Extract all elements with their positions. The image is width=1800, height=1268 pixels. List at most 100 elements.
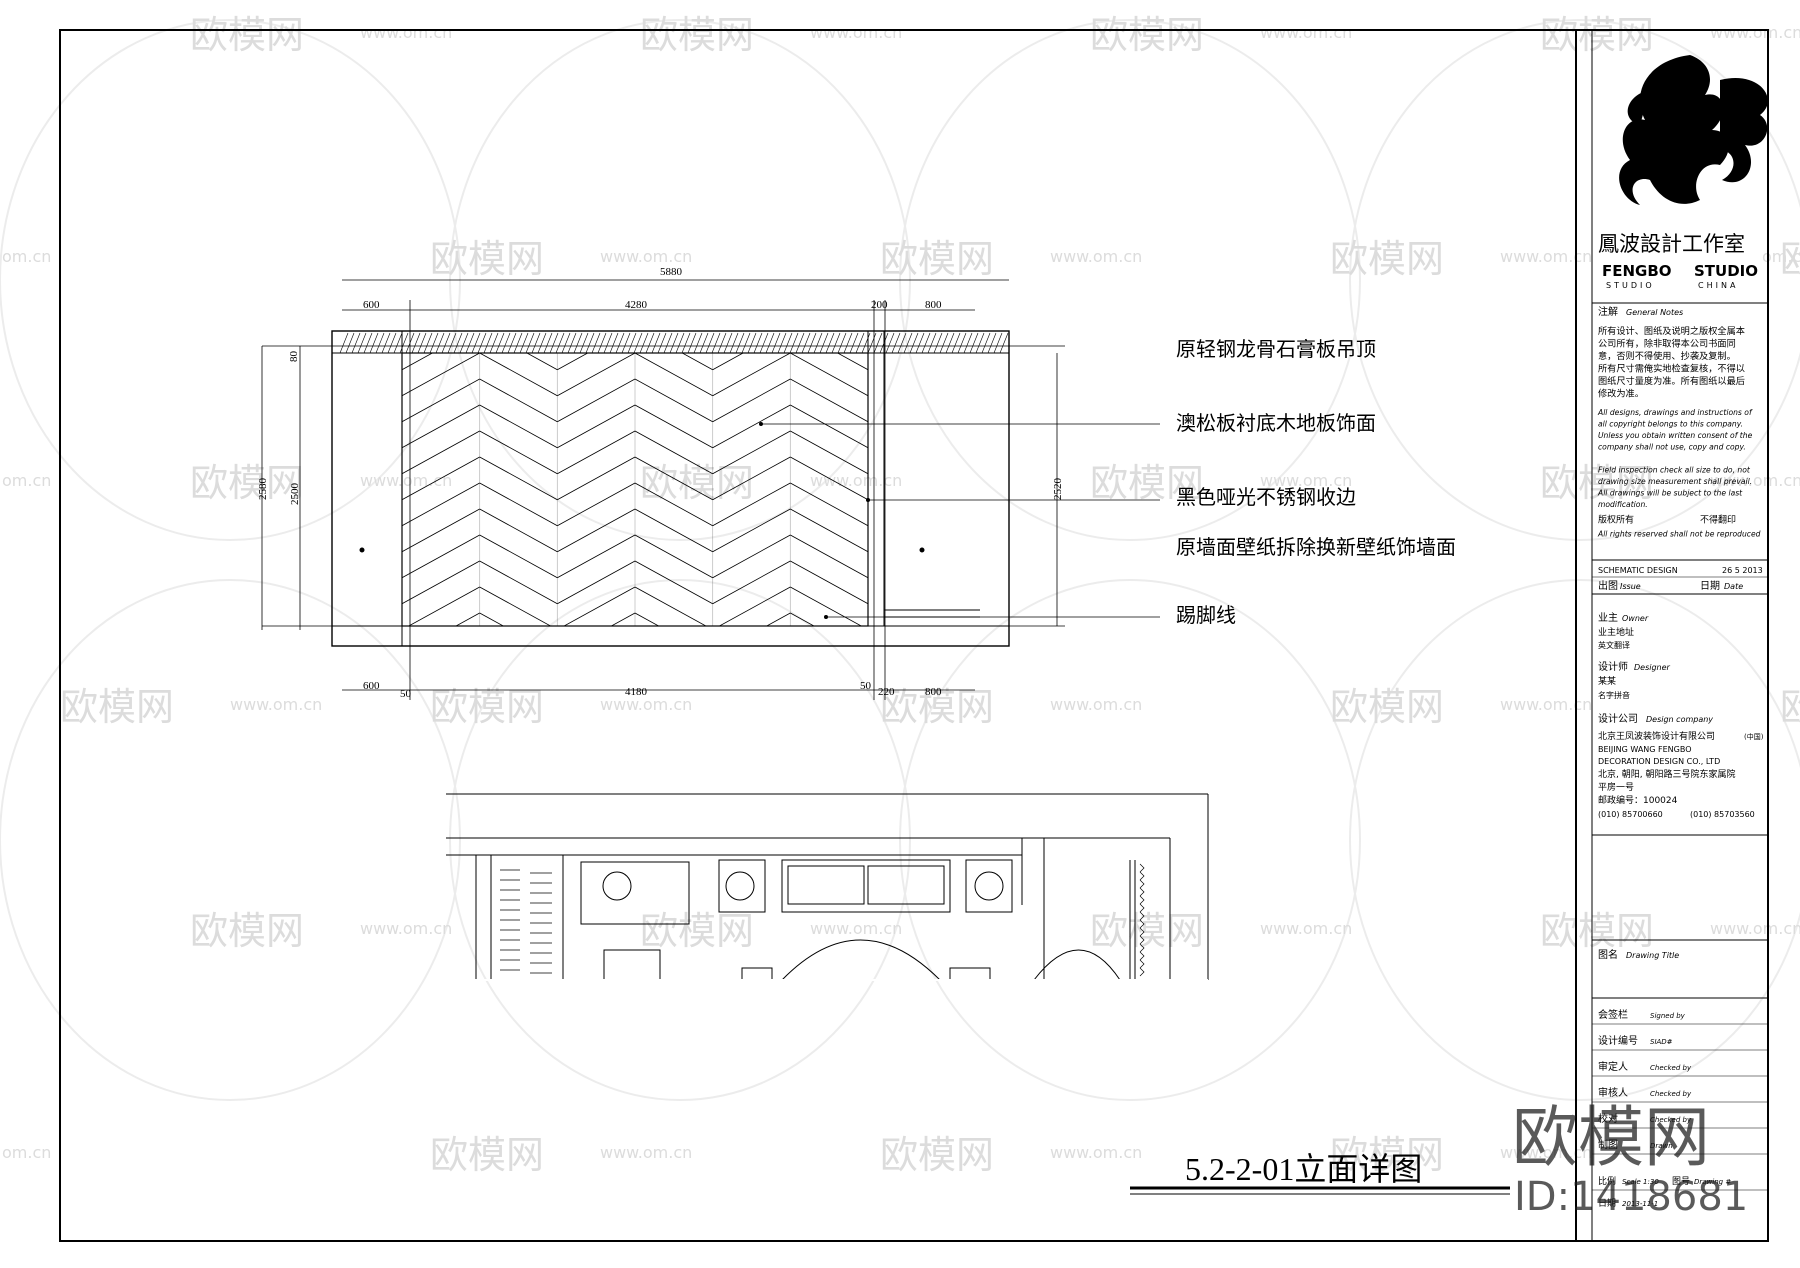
- watermark-brand: 欧模网: [1780, 237, 1800, 281]
- dim-total: 5880: [660, 266, 683, 278]
- issue-label-en: Issue: [1620, 582, 1641, 591]
- ceiling-hatch: [339, 332, 1009, 354]
- callout-steel-trim: 黑色哑光不锈钢收边: [1176, 485, 1356, 509]
- watermark-site: www.om.cn: [1710, 919, 1800, 938]
- note-line-cn: 所有尺寸需俺实地检查复核，不得以: [1598, 363, 1745, 375]
- dimension-lines: [261, 279, 1065, 700]
- rights-cn-2: 不得翻印: [1700, 514, 1736, 526]
- rights-en: All rights reserved shall not be reprodu…: [1597, 530, 1761, 539]
- company-label-cn: 设计公司: [1598, 712, 1638, 725]
- note-line-en: Unless you obtain written consent of the: [1598, 431, 1753, 440]
- watermark-site: www.om.cn: [1050, 1143, 1142, 1162]
- owner-label-cn: 业主: [1598, 612, 1618, 624]
- dim-bottom-center: 4180: [625, 686, 648, 698]
- mark-dot: [359, 547, 365, 553]
- callout-skirting: 踢脚线: [1176, 603, 1236, 627]
- signature-row-en: Checked by: [1650, 1090, 1692, 1098]
- date-label-cn: 日期: [1700, 580, 1720, 592]
- designer-name: 某某: [1598, 676, 1616, 687]
- notes-label-cn: 注解: [1598, 305, 1618, 318]
- note-line-en: All drawings will be subject to the last: [1597, 489, 1743, 498]
- watermark-site: www.om.cn: [1260, 919, 1352, 938]
- studio-name-en2: STUDIO: [1694, 262, 1758, 280]
- company-name-en2: DECORATION DESIGN CO., LTD: [1598, 757, 1720, 766]
- watermark-brand: 欧模网: [1330, 1133, 1444, 1177]
- watermark-site: www.om.cn: [600, 695, 692, 714]
- note-line-en: Field inspection check all size to do, n…: [1598, 466, 1751, 475]
- company-address1: 北京, 朝阳, 朝阳路三号院东家属院: [1598, 768, 1735, 780]
- watermark-site: www.om.cn: [1050, 695, 1142, 714]
- callout-ceiling: 原轻钢龙骨石膏板吊顶: [1176, 337, 1376, 361]
- drawing-title-label-en: Drawing Title: [1626, 951, 1679, 960]
- note-line-cn: 图纸尺寸量度为准。所有图纸以最后: [1598, 375, 1745, 387]
- studio-logo: [1619, 55, 1768, 205]
- signature-row-en: SIAD#: [1650, 1038, 1673, 1046]
- signature-row-label: 审定人: [1598, 1060, 1628, 1073]
- watermark-site: www.om.cn: [1500, 695, 1592, 714]
- watermark-brand: 欧模网: [190, 461, 304, 505]
- owner-address: 业主地址: [1598, 626, 1634, 638]
- watermark-site: www.om.cn: [1500, 1143, 1592, 1162]
- watermark-site: www.om.cn: [1260, 471, 1352, 490]
- company-address2: 平房一号: [1598, 781, 1634, 793]
- note-line-cn: 公司所有，除非取得本公司书面同: [1598, 338, 1736, 350]
- watermark-brand: 欧模网: [640, 909, 754, 953]
- herringbone-pattern: [402, 353, 868, 626]
- watermark-brand: 欧模网: [1090, 13, 1204, 57]
- watermark-site-short: om.cn: [1762, 247, 1800, 266]
- studio-name-cn: 鳳波設計工作室: [1598, 232, 1745, 256]
- watermark-site: www.om.cn: [230, 695, 322, 714]
- watermark-big: 欧模网: [1512, 1099, 1710, 1176]
- studio-sub2: CHINA: [1698, 281, 1738, 290]
- watermark-brand: 欧模网: [60, 685, 174, 729]
- watermark-brand: 欧模网: [430, 237, 544, 281]
- watermark-site-short: om.cn: [2, 471, 51, 490]
- note-line-en: All designs, drawings and instructions o…: [1597, 408, 1753, 417]
- dim-top-gap: 200: [871, 299, 888, 311]
- watermark-brand: 欧模网: [1330, 237, 1444, 281]
- issue-date: 26 5 2013: [1722, 566, 1763, 575]
- studio-sub1: STUDIO: [1606, 281, 1655, 290]
- notes-label-en: General Notes: [1626, 308, 1683, 317]
- dim-right-height: 2520: [1052, 478, 1064, 501]
- watermark-brand: 欧模网: [190, 909, 304, 953]
- watermark-brand: 欧模网: [880, 1133, 994, 1177]
- signature-row-en: Checked by: [1650, 1116, 1692, 1124]
- mark-dot: [919, 547, 925, 553]
- watermark-site-short: om.cn: [2, 247, 51, 266]
- watermark-site: www.om.cn: [1710, 471, 1800, 490]
- watermark-site: www.om.cn: [360, 919, 452, 938]
- note-line-en: drawing size measurement shall prevail.: [1598, 477, 1752, 486]
- signature-row-en: Checked by: [1650, 1064, 1692, 1072]
- studio-name-en1: FENGBO: [1602, 262, 1672, 280]
- signature-row-en: Signed by: [1650, 1012, 1686, 1020]
- dim-bottom-gap-left: 50: [400, 688, 412, 700]
- date-label-footer: 日期: [1598, 1198, 1616, 1209]
- note-line-en: all copyright belongs to this company.: [1598, 420, 1743, 429]
- scale-value: Scale 1:30: [1622, 1178, 1659, 1186]
- floor-plan-partial: [446, 793, 1209, 981]
- watermark-brand: 欧模网: [640, 13, 754, 57]
- watermark-site: www.om.cn: [810, 919, 902, 938]
- general-notes: 所有设计、图纸及说明之版权全属本公司所有，除非取得本公司书面同意，否则不得使用、…: [1597, 325, 1761, 539]
- watermark-brand: 欧模网: [1090, 461, 1204, 505]
- company-country: (中国): [1744, 732, 1764, 741]
- drawing-number-label-cn: 图号: [1672, 1176, 1690, 1187]
- watermark-brand: 欧模网: [190, 13, 304, 57]
- date-value-footer: 2013-11-1: [1622, 1200, 1658, 1208]
- company-label-en: Design company: [1646, 715, 1713, 724]
- watermark-site: www.om.cn: [810, 23, 902, 42]
- company-name: 北京王凤波装饰设计有限公司: [1598, 730, 1715, 742]
- watermark-brand: 欧模网: [880, 685, 994, 729]
- callout-wallpaper: 原墙面壁纸拆除换新壁纸饰墙面: [1176, 535, 1456, 559]
- watermark-site: www.om.cn: [1260, 23, 1352, 42]
- dim-bottom-left: 600: [363, 680, 380, 692]
- owner-translation: 英文翻译: [1598, 640, 1630, 650]
- watermark-brand: 欧模网: [640, 461, 754, 505]
- drawing-title: 5.2-2-01立面详图: [1185, 1151, 1422, 1187]
- watermark-site: www.om.cn: [1500, 247, 1592, 266]
- rights-cn: 版权所有: [1598, 514, 1634, 526]
